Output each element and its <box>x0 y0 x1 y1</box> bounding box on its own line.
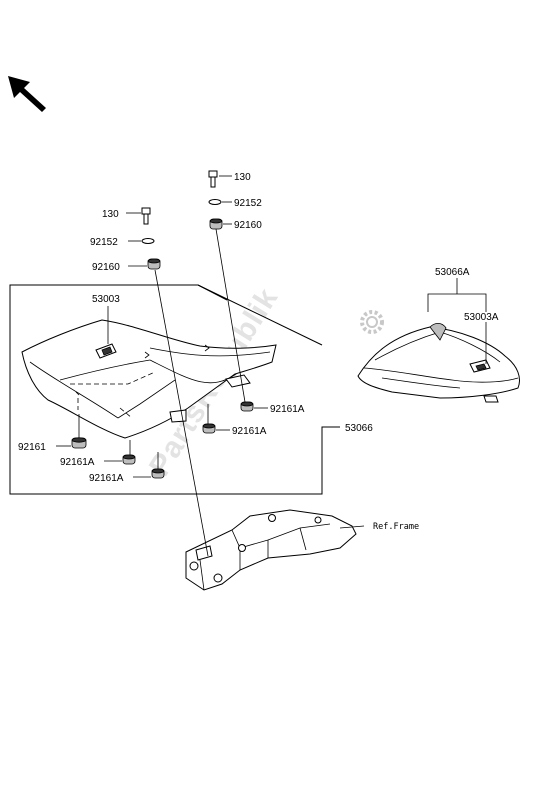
front-direction-arrow-icon <box>8 76 46 112</box>
front-seat <box>21 319 277 439</box>
washer-top <box>208 199 222 205</box>
damper-left <box>147 258 161 270</box>
label-ref-frame: Ref.Frame <box>373 522 419 532</box>
watermark-gear-icon <box>360 310 384 334</box>
label-rear-seat-assy: 53066A <box>435 267 470 278</box>
washer-left <box>141 238 155 244</box>
label-bolt-left: 130 <box>102 209 119 220</box>
bolt-left <box>141 207 151 225</box>
seat-assembly-box <box>9 284 340 495</box>
part-labels: 130 92152 92160 130 92152 92160 53003 53… <box>18 172 499 532</box>
label-seat-assy: 53066 <box>345 423 373 434</box>
label-damper-top: 92160 <box>234 220 262 231</box>
label-bolt-top: 130 <box>234 172 251 183</box>
label-washer-top: 92152 <box>234 198 262 209</box>
label-rubber-a2: 92161A <box>232 426 267 437</box>
label-damper-left: 92160 <box>92 262 120 273</box>
rear-seat <box>357 322 520 403</box>
rubber-92161a-2 <box>202 423 216 434</box>
label-rear-seat-cover: 53003A <box>464 312 499 323</box>
label-seat-cover: 53003 <box>92 294 120 305</box>
label-rubber-a4: 92161A <box>89 473 124 484</box>
rubber-92161a-1 <box>240 401 254 412</box>
label-rubber-a3: 92161A <box>60 457 95 468</box>
assembly-lines <box>78 228 246 557</box>
damper-top <box>209 218 223 230</box>
rubber-92161 <box>71 437 87 449</box>
label-rubber: 92161 <box>18 442 46 453</box>
rear-frame <box>185 509 365 591</box>
label-rubber-a1: 92161A <box>270 404 305 415</box>
leader-lines <box>56 175 487 478</box>
rubber-92161a-3 <box>122 454 136 465</box>
label-washer-left: 92152 <box>90 237 118 248</box>
rubber-92161a-4 <box>151 468 165 479</box>
bolt-top <box>208 170 218 188</box>
